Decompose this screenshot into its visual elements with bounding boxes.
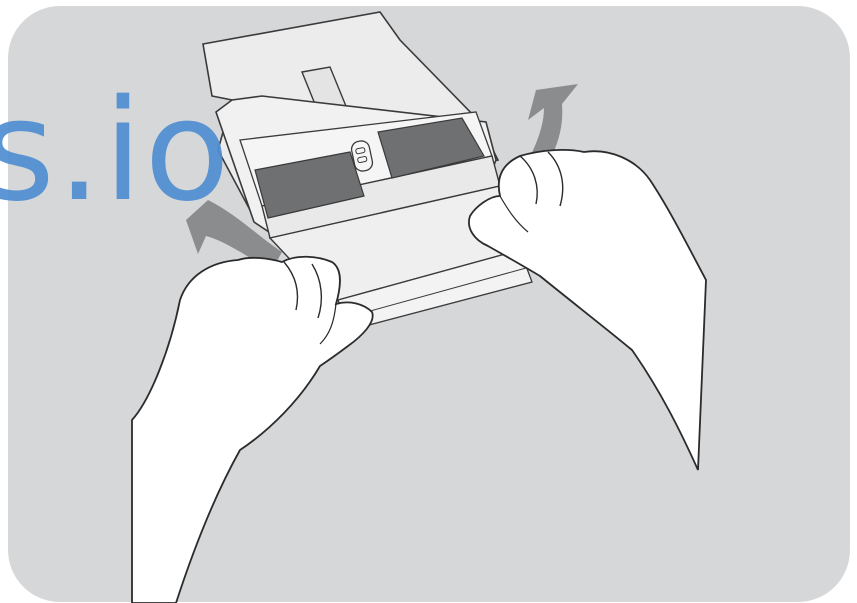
right-hand bbox=[469, 150, 706, 470]
left-hand bbox=[132, 257, 373, 603]
watermark-text: s.io bbox=[0, 82, 232, 222]
